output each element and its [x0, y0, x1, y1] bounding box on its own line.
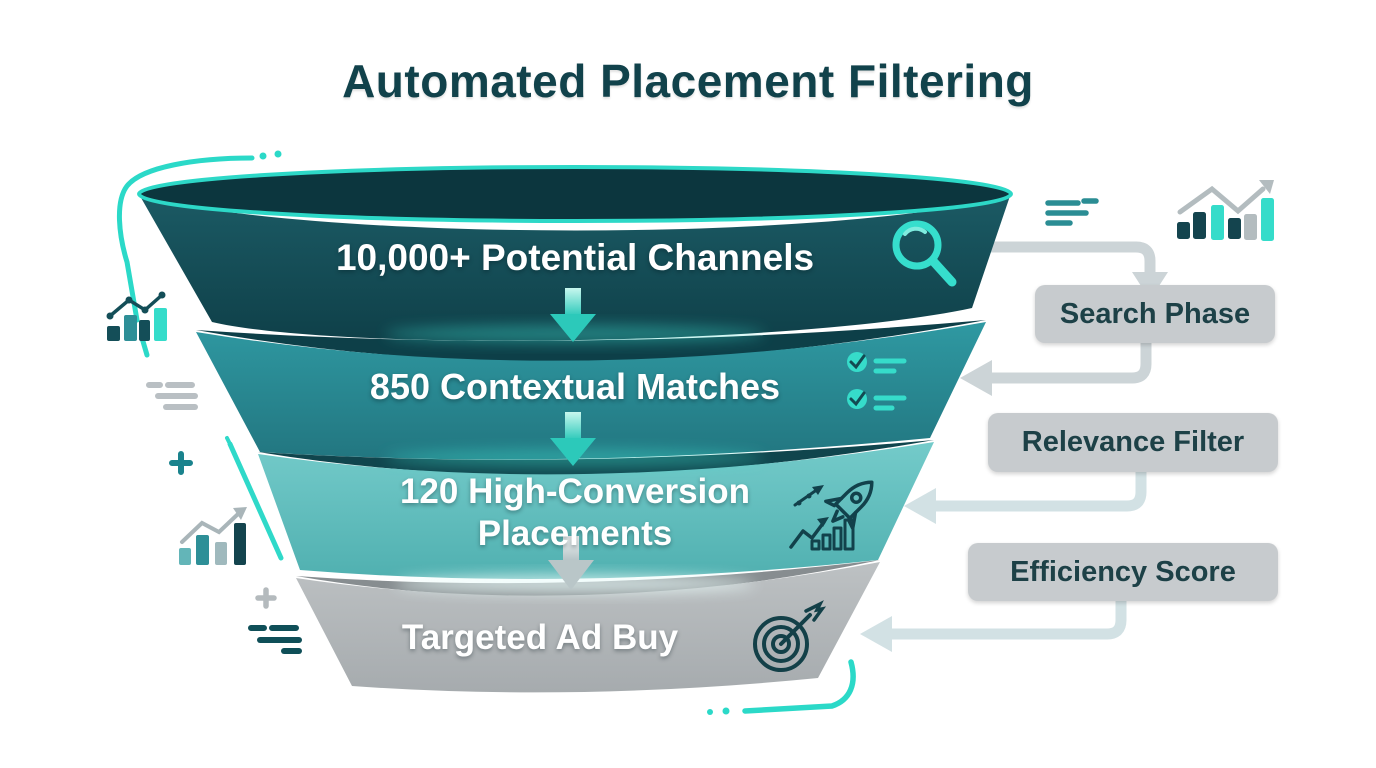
phase-badge-efficiency-label: Efficiency Score: [1010, 555, 1236, 588]
plus-icon-gray: [255, 587, 277, 609]
magnifier-icon: [892, 220, 957, 287]
phase-badge-efficiency: Efficiency Score: [968, 543, 1278, 601]
bar-chart-trend-icon-left: [106, 291, 167, 341]
plus-icon-teal: [169, 451, 193, 475]
funnel-stage-2-label: 850 Contextual Matches: [369, 366, 781, 407]
sparkle-streak: [225, 436, 284, 561]
phase-badge-relevance: Relevance Filter: [988, 413, 1278, 472]
connector-adbuy-to-funnel: [860, 592, 1127, 652]
checklist-icon: [847, 352, 907, 411]
funnel-stage-4-label: Targeted Ad Buy: [401, 618, 679, 657]
target-icon: [753, 600, 827, 672]
phase-badge-relevance-label: Relevance Filter: [1021, 426, 1245, 458]
down-arrow-1: [550, 288, 596, 342]
phase-badge-search-label: Search Phase: [1059, 297, 1251, 330]
down-arrow-3: [548, 536, 594, 590]
connector-efficiency-to-funnel: [904, 462, 1147, 524]
phase-badge-search: Search Phase: [1035, 285, 1275, 343]
funnel-stage-1-band: [137, 165, 1013, 341]
connector-relevance-to-funnel: [960, 334, 1152, 396]
rocket-growth-icon: [789, 480, 874, 551]
funnel-stage-3-band: [258, 440, 934, 579]
list-lines-icon-right: [1045, 198, 1099, 226]
page-title: Automated Placement Filtering: [342, 55, 1034, 107]
funnel-stage-1-label: 10,000+ Potential Channels: [335, 237, 815, 278]
down-arrow-2: [550, 412, 596, 466]
bar-chart-arrow-icon-left: [179, 507, 247, 565]
swoosh-bottom-right: [707, 659, 856, 715]
bar-chart-trend-icon-right: [1177, 180, 1274, 241]
list-lines-icon-left: [146, 382, 198, 410]
speed-lines-icon: [248, 625, 302, 654]
funnel-stage-3-label: 120 High-Conversion Placements: [399, 472, 751, 553]
